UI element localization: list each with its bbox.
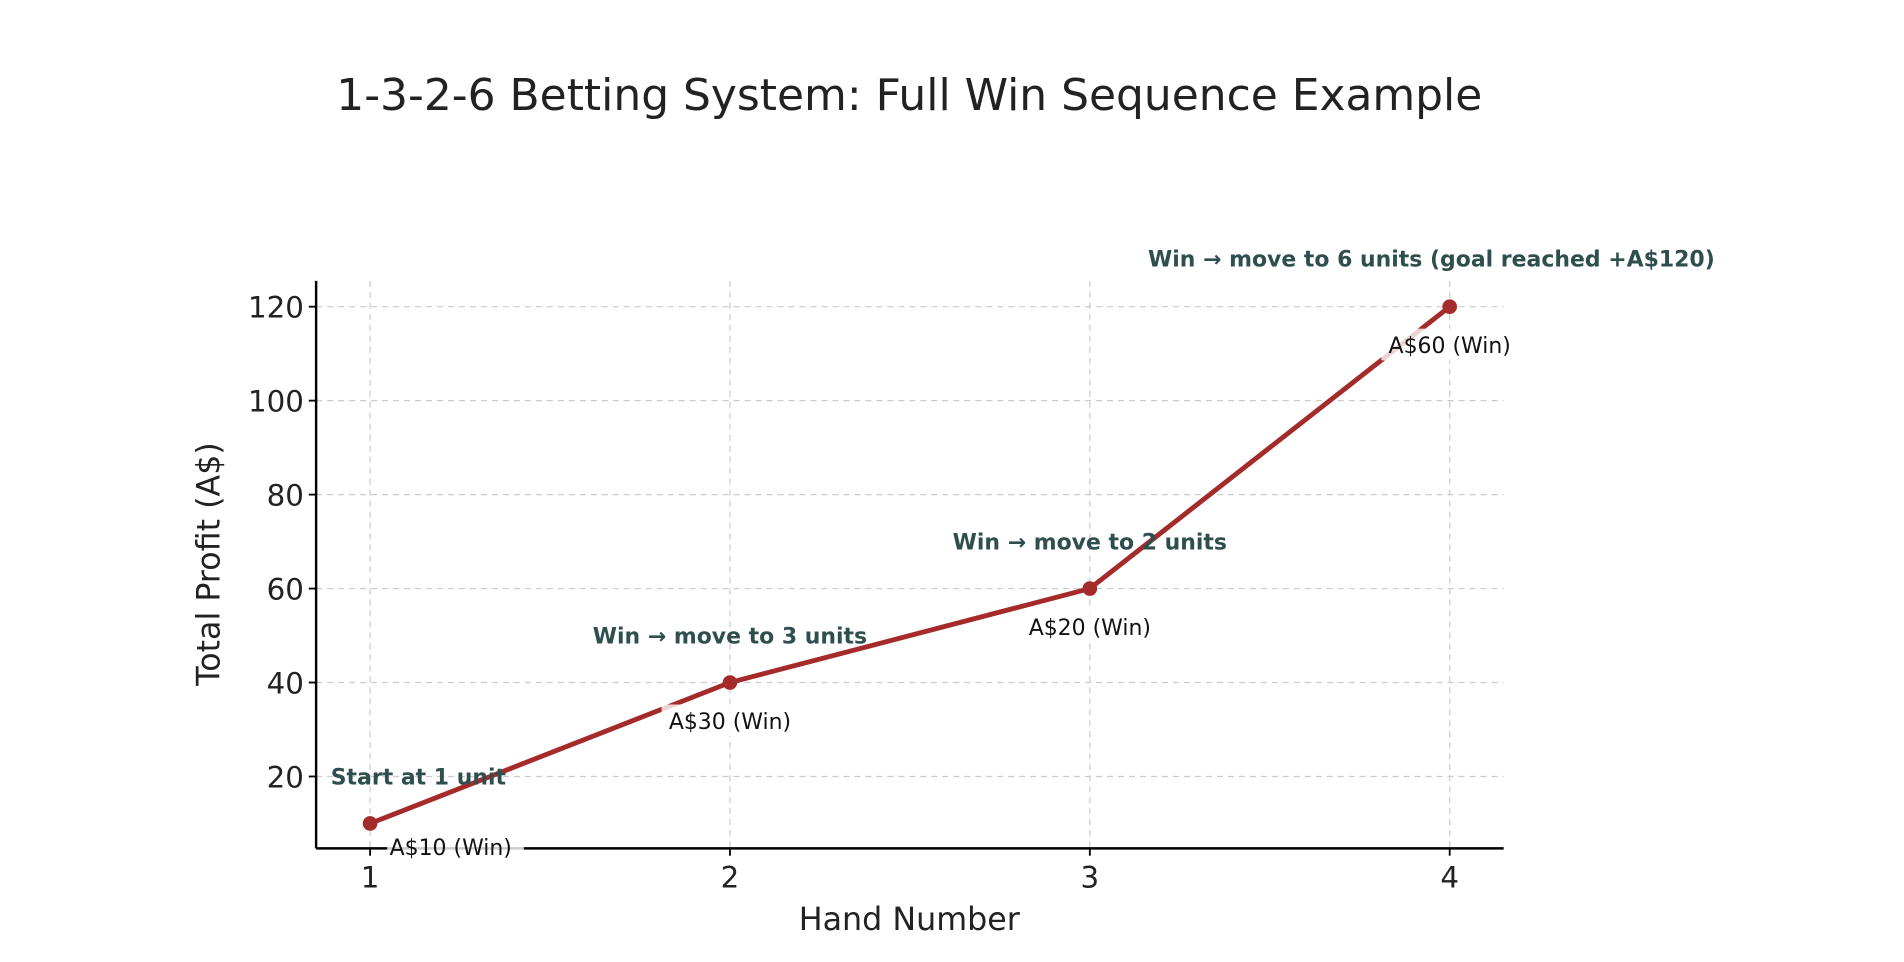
profit-line <box>369 304 1452 826</box>
y-axis-label: Total Profit (A$) <box>192 442 228 687</box>
step-annotation: Start at 1 unit <box>331 765 506 790</box>
step-annotation: Win → move to 2 units <box>953 531 1227 556</box>
y-tick-label: 40 <box>267 667 304 701</box>
series <box>362 299 1458 831</box>
chart-title: 1-3-2-6 Betting System: Full Win Sequenc… <box>336 70 1482 121</box>
point-label: A$10 (Win) <box>390 836 512 861</box>
y-tick-label: 20 <box>267 760 304 794</box>
point-label-background <box>1021 610 1159 643</box>
x-tick-label: 4 <box>1440 860 1459 894</box>
y-tick-label: 80 <box>267 479 304 513</box>
point-label-background <box>387 830 524 863</box>
step-annotation: Win → move to 6 units (goal reached +A$1… <box>1148 247 1715 272</box>
x-tick-label: 3 <box>1081 860 1100 894</box>
grid <box>316 280 1504 849</box>
point-label-background <box>661 704 799 737</box>
data-point <box>1082 581 1098 596</box>
axes <box>314 280 1504 850</box>
annotations: A$10 (Win) A$30 (Win) A$20 (Win) A$60 (Win)… <box>331 247 1715 863</box>
x-axis-label: Hand Number <box>799 902 1021 938</box>
y-tick-label: 120 <box>248 291 304 325</box>
step-annotation: Win → move to 3 units <box>593 624 867 649</box>
point-label: A$20 (Win) <box>1029 616 1151 641</box>
point-label: A$60 (Win) <box>1389 334 1511 359</box>
point-label: A$30 (Win) <box>669 710 791 735</box>
y-tick-label: 60 <box>267 573 304 607</box>
data-point <box>362 816 378 831</box>
data-point <box>1442 299 1458 314</box>
x-tick-label: 2 <box>721 860 740 894</box>
x-tick-label: 1 <box>361 860 380 894</box>
ticks: 1 2 3 4 20 40 60 80 100 120 <box>248 291 1459 895</box>
data-point <box>722 675 738 690</box>
y-tick-label: 100 <box>248 385 304 419</box>
point-label-background <box>1381 328 1519 361</box>
